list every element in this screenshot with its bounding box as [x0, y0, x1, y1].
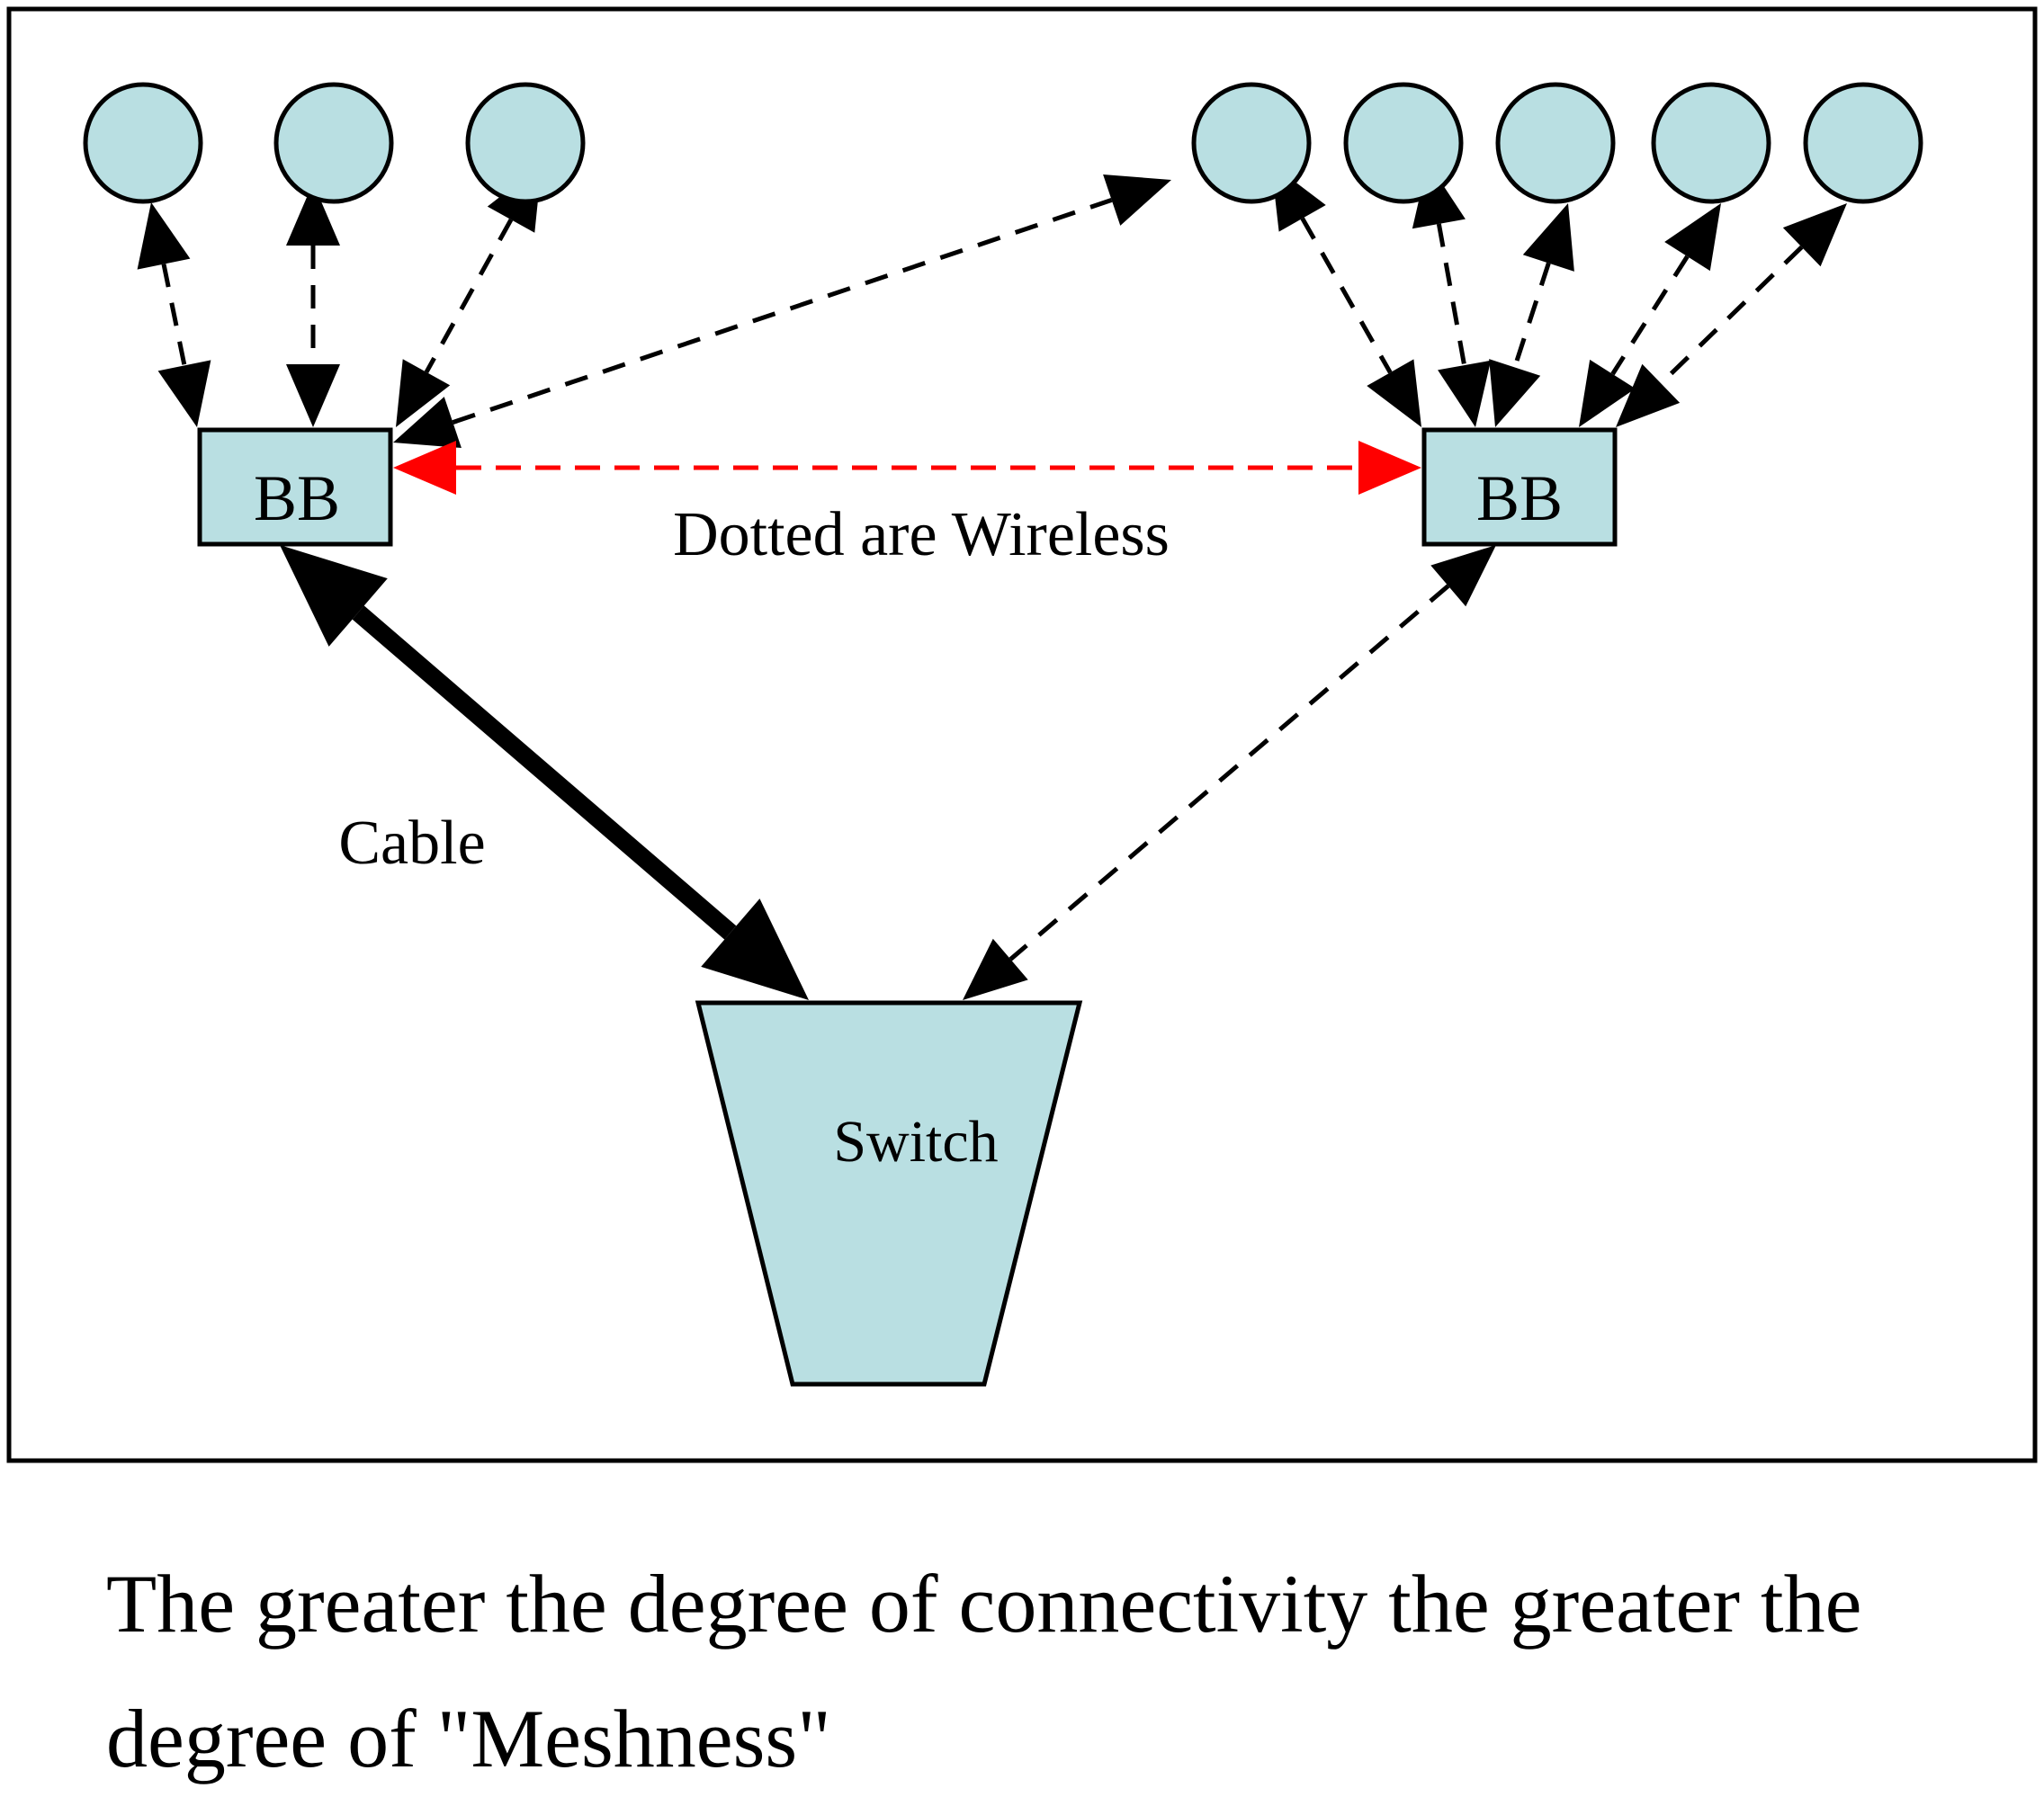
- arrowhead-bb-left: [393, 441, 456, 495]
- edge-wireless-client-left-1-to-bb-left: [161, 264, 187, 366]
- arrowhead-bb-right: [1358, 441, 1421, 495]
- bb-left-label: BB: [254, 462, 340, 534]
- arrowhead-bb-left: [396, 359, 451, 427]
- edge-wireless-client-right-4-to-bb-right: [1610, 255, 1690, 376]
- edge-wireless-client-left-3-to-bb-left: [424, 218, 514, 374]
- caption: The greater the degree of connectivity t…: [106, 1536, 1995, 1806]
- client-right-4: [1651, 82, 1771, 204]
- arrowhead-bb-right: [1430, 545, 1496, 607]
- client-left-2: [273, 82, 394, 204]
- arrowhead-bb-left: [157, 360, 211, 427]
- caption-line-1: The greater the degree of connectivity t…: [106, 1558, 1862, 1650]
- switch-label: Switch: [833, 1109, 998, 1175]
- arrowhead-bb-right: [1616, 363, 1681, 427]
- arrowhead-bb-right: [1367, 359, 1421, 427]
- edge-cable-bb-left-to-switch: [352, 605, 737, 940]
- arrowhead-client-right-4: [1664, 203, 1721, 272]
- client-left-1: [83, 82, 203, 204]
- switch: [695, 1000, 1083, 1387]
- client-right-2: [1343, 82, 1464, 204]
- cable-label: Cable: [338, 809, 485, 878]
- labels-layer: BB BB Switch Dotted are Wireless Cable: [254, 462, 1563, 1175]
- client-left-3: [465, 82, 586, 204]
- arrowhead-client-right-3: [1522, 203, 1574, 272]
- nodes-layer: [83, 82, 1923, 1387]
- bb-right-label: BB: [1476, 462, 1563, 534]
- client-right-1: [1191, 82, 1312, 204]
- arrowhead-client-left-2: [286, 183, 340, 246]
- arrowhead-client-right-1: [1103, 174, 1171, 226]
- caption-line-2: degree of "Meshness": [106, 1693, 831, 1784]
- edge-wireless-client-right-1-to-bb-right: [1300, 217, 1393, 374]
- edge-wireless-client-right-5-to-bb-right: [1659, 245, 1804, 386]
- bb-left: [197, 427, 393, 547]
- edge-wireless-client-right-3-to-bb-right: [1512, 262, 1551, 369]
- arrowhead-bb-right: [1438, 360, 1492, 427]
- arrowhead-bb-right: [1489, 359, 1541, 427]
- arrowhead-switch: [701, 899, 809, 1000]
- arrowhead-client-right-5: [1782, 203, 1847, 267]
- arrowhead-bb-right: [1579, 359, 1636, 427]
- arrowhead-bb-left: [280, 545, 388, 647]
- arrowhead-bb-left: [393, 397, 462, 449]
- arrowhead-client-left-1: [137, 202, 191, 270]
- edge-wireless-bb-right-to-switch: [1009, 584, 1450, 961]
- bb-right: [1421, 427, 1618, 547]
- edge-wireless-client-right-2-to-bb-right: [1436, 223, 1467, 366]
- arrowhead-switch: [963, 938, 1028, 1000]
- wireless-note: Dotted are Wireless: [673, 500, 1170, 569]
- client-right-3: [1495, 82, 1616, 204]
- client-right-5: [1803, 82, 1923, 204]
- arrowhead-bb-left: [286, 364, 340, 427]
